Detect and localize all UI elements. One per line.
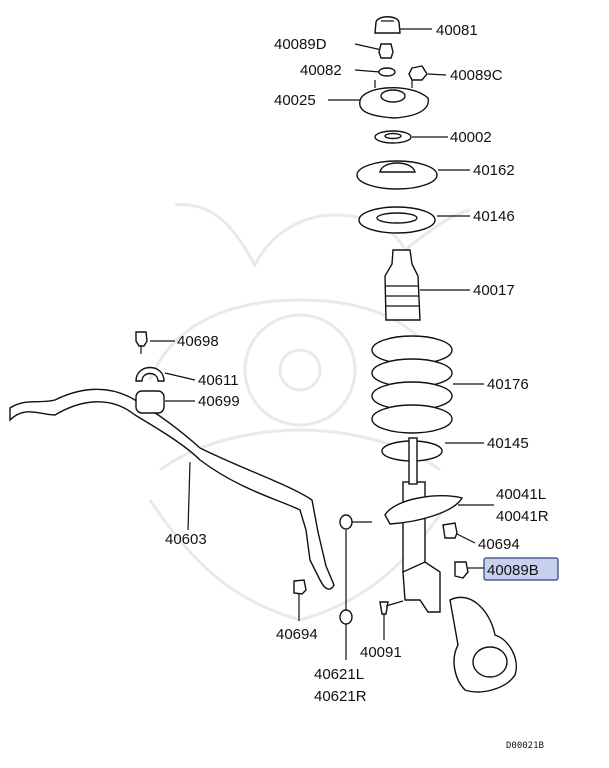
label-40146[interactable]: 40146 (473, 208, 515, 225)
bolt-40698 (135, 331, 148, 354)
bearing-40002 (374, 130, 412, 144)
bracket-40611 (135, 366, 165, 382)
nut-40089B (454, 561, 469, 579)
label-40081[interactable]: 40081 (436, 22, 478, 39)
label-40041L[interactable]: 40041L (496, 486, 546, 503)
label-40025[interactable]: 40025 (274, 92, 316, 109)
label-40041R[interactable]: 40041R (496, 508, 549, 525)
cap-40081 (374, 16, 401, 34)
nut-40694-a (442, 522, 458, 539)
knuckle (449, 596, 517, 693)
label-40698[interactable]: 40698 (177, 333, 219, 350)
label-40091[interactable]: 40091 (360, 644, 402, 661)
bolt-40091 (379, 600, 404, 615)
label-40089D[interactable]: 40089D (274, 36, 327, 53)
strut-body (384, 437, 464, 613)
nut-40089D (378, 43, 394, 59)
label-40162[interactable]: 40162 (473, 162, 515, 179)
stabilizer-bar-40603 (9, 388, 335, 590)
label-40145[interactable]: 40145 (487, 435, 529, 452)
label-40017[interactable]: 40017 (473, 282, 515, 299)
label-40694-b[interactable]: 40694 (276, 626, 318, 643)
washer-40082 (378, 67, 396, 77)
mount-40025 (359, 80, 430, 119)
diagram-code: D00021B (506, 741, 544, 751)
nut-40089C (408, 65, 428, 81)
label-40082[interactable]: 40082 (300, 62, 342, 79)
nut-40694-b (293, 579, 307, 595)
spring-40176 (371, 335, 453, 434)
highlight-box (483, 557, 559, 581)
label-40002[interactable]: 40002 (450, 129, 492, 146)
label-40089B[interactable]: 40089B (487, 562, 539, 579)
label-40694-a[interactable]: 40694 (478, 536, 520, 553)
bushing-40699 (135, 390, 165, 414)
label-40621L[interactable]: 40621L (314, 666, 364, 683)
bumper-40017 (384, 249, 421, 321)
label-40089C[interactable]: 40089C (450, 67, 503, 84)
label-40611[interactable]: 40611 (198, 372, 239, 389)
label-40603[interactable]: 40603 (165, 531, 207, 548)
seat-40162 (356, 160, 438, 190)
insulator-40146 (358, 206, 436, 234)
leader-lines (150, 28, 494, 660)
label-40176[interactable]: 40176 (487, 376, 529, 393)
label-40621R[interactable]: 40621R (314, 688, 367, 705)
link-40621 (339, 514, 372, 625)
label-40699[interactable]: 40699 (198, 393, 240, 410)
